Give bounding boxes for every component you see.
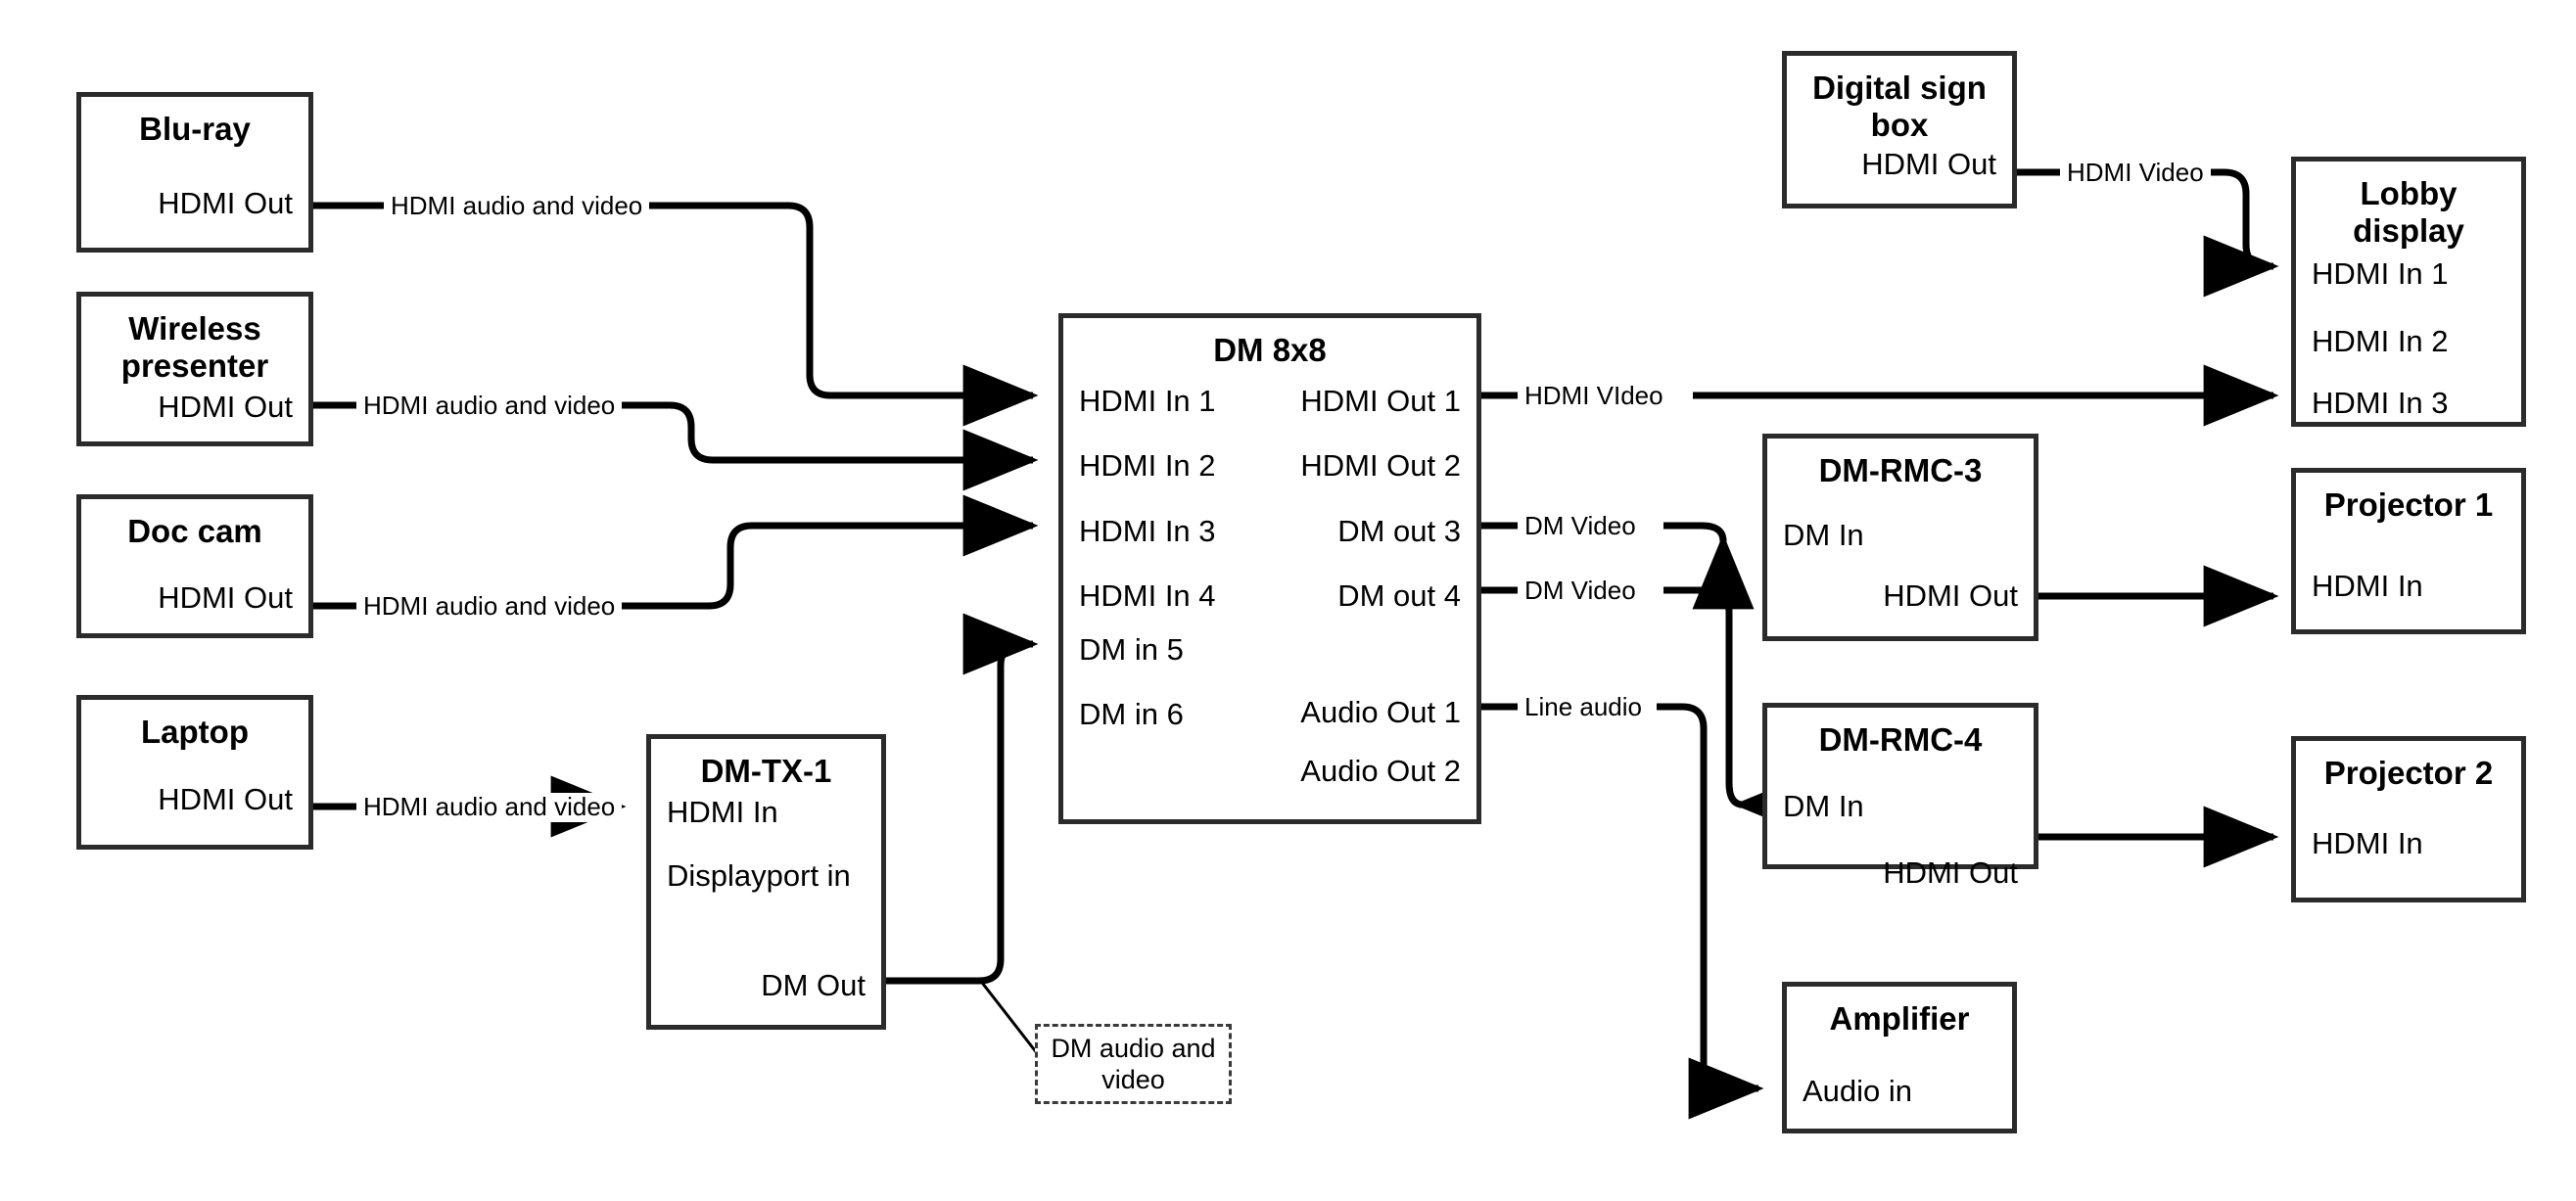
node-amplifier[interactable]: Amplifier Audio in (1782, 982, 2017, 1133)
node-dm-8x8-input-dm-in-6[interactable]: DM in 6 (1079, 697, 1184, 731)
callout-dm-audio-and-video: DM audio and video (1035, 1024, 1232, 1104)
node-wireless-presenter-port-hdmi-out[interactable]: HDMI Out (158, 390, 293, 424)
node-dm-rmc-3[interactable]: DM-RMC-3 DM In HDMI Out (1762, 434, 2038, 641)
node-dm-8x8-output-hdmi-out-1[interactable]: HDMI Out 1 (1300, 384, 1461, 418)
node-dm-rmc-4-port-dm-in[interactable]: DM In (1783, 789, 1864, 823)
node-dm-8x8-input-dm-in-5[interactable]: DM in 5 (1079, 632, 1184, 667)
callout-line-1: DM audio and (1051, 1033, 1216, 1063)
node-dm-8x8-input-hdmi-in-1[interactable]: HDMI In 1 (1079, 384, 1216, 418)
title-line-1: Lobby (2360, 175, 2458, 211)
node-dm-rmc-3-port-hdmi-out[interactable]: HDMI Out (1883, 578, 2018, 613)
node-lobby-display-title: Lobby display (2296, 175, 2521, 250)
node-wireless-presenter-title: Wireless presenter (81, 310, 308, 385)
node-projector-1-port-hdmi-in[interactable]: HDMI In (2312, 569, 2423, 603)
edge-label-dm-out4-rmc4: DM Video (1518, 576, 1643, 606)
node-amplifier-title: Amplifier (1829, 1000, 1970, 1037)
node-dm-tx-1-port-dm-out[interactable]: DM Out (761, 968, 866, 1002)
node-dm-rmc-3-port-dm-in[interactable]: DM In (1783, 518, 1864, 552)
title-line-2: display (2353, 211, 2464, 249)
node-dm-8x8-output-audio-out-1[interactable]: Audio Out 1 (1300, 695, 1461, 729)
node-digital-sign-box-port-hdmi-out[interactable]: HDMI Out (1861, 147, 1996, 181)
node-projector-2[interactable]: Projector 2 HDMI In (2291, 736, 2526, 902)
edge-label-bluray-to-dm: HDMI audio and video (384, 191, 650, 221)
wire-dm-out4-to-rmc4-b (1663, 586, 1809, 836)
node-dm-rmc-4-title: DM-RMC-4 (1818, 721, 1983, 758)
wire-dm-out3-to-rmc3-b (1663, 522, 1755, 610)
node-doc-cam-title: Doc cam (127, 513, 262, 549)
node-doc-cam[interactable]: Doc cam HDMI Out (76, 494, 313, 638)
wire-wireless-to-dm-hdmi-in-2-b (605, 401, 1039, 491)
node-dm-tx-1-port-displayport-in[interactable]: Displayport in (667, 858, 851, 893)
node-digital-sign-box[interactable]: Digital sign box HDMI Out (1782, 51, 2017, 208)
node-laptop-title: Laptop (141, 714, 249, 750)
node-wireless-presenter[interactable]: Wireless presenter HDMI Out (76, 292, 313, 446)
node-dm-8x8-title: DM 8x8 (1213, 332, 1327, 368)
node-dm-8x8-output-dm-out-3[interactable]: DM out 3 (1337, 514, 1461, 548)
node-dm-tx-1-port-hdmi-in[interactable]: HDMI In (667, 795, 778, 829)
node-bluray[interactable]: Blu-ray HDMI Out (76, 92, 313, 253)
node-laptop[interactable]: Laptop HDMI Out (76, 695, 313, 850)
wire-sign-to-lobby-hdmi-in-1-b (2201, 168, 2279, 298)
node-doc-cam-port-hdmi-out[interactable]: HDMI Out (158, 580, 293, 615)
node-dm-rmc-4-port-hdmi-out[interactable]: HDMI Out (1883, 855, 2018, 890)
node-projector-1-title: Projector 1 (2323, 486, 2494, 523)
edge-label-laptop-to-tx: HDMI audio and video (356, 792, 623, 822)
edge-label-dm-out1-lobby: HDMI VIdeo (1518, 381, 1670, 411)
callout-line-2: video (1101, 1065, 1165, 1094)
edge-label-sign-to-lobby: HDMI Video (2060, 158, 2211, 188)
node-laptop-port-hdmi-out[interactable]: HDMI Out (158, 782, 293, 816)
edge-label-wireless-to-dm: HDMI audio and video (356, 391, 623, 421)
node-amplifier-port-audio-in[interactable]: Audio in (1803, 1074, 1913, 1108)
node-dm-rmc-3-title: DM-RMC-3 (1818, 452, 1983, 488)
node-dm-8x8[interactable]: DM 8x8 HDMI In 1 HDMI In 2 HDMI In 3 HDM… (1058, 313, 1481, 824)
node-dm-8x8-output-dm-out-4[interactable]: DM out 4 (1337, 578, 1461, 613)
node-dm-8x8-output-hdmi-out-2[interactable]: HDMI Out 2 (1300, 448, 1461, 483)
title-line-2: box (1870, 106, 1929, 143)
node-dm-8x8-input-hdmi-in-2[interactable]: HDMI In 2 (1079, 448, 1216, 483)
node-projector-1[interactable]: Projector 1 HDMI In (2291, 468, 2526, 634)
node-digital-sign-box-title: Digital sign box (1787, 69, 2012, 144)
node-lobby-display-port-hdmi-in-2[interactable]: HDMI In 2 (2312, 324, 2449, 358)
node-lobby-display-port-hdmi-in-1[interactable]: HDMI In 1 (2312, 256, 2449, 291)
node-lobby-display-port-hdmi-in-3[interactable]: HDMI In 3 (2312, 386, 2449, 420)
node-lobby-display[interactable]: Lobby display HDMI In 1 HDMI In 2 HDMI I… (2291, 157, 2526, 427)
node-bluray-port-hdmi-out[interactable]: HDMI Out (158, 186, 293, 220)
node-dm-8x8-output-audio-out-2[interactable]: Audio Out 2 (1300, 754, 1461, 788)
node-dm-rmc-4[interactable]: DM-RMC-4 DM In HDMI Out (1762, 703, 2038, 890)
title-line-2: presenter (120, 346, 269, 384)
edge-label-dm-out3-rmc3: DM Video (1518, 511, 1643, 541)
wire-dm-audio1-to-amp-b (1657, 703, 1764, 1120)
node-dm-8x8-input-hdmi-in-4[interactable]: HDMI In 4 (1079, 578, 1216, 613)
edge-label-doccam-to-dm: HDMI audio and video (356, 591, 623, 622)
node-dm-tx-1[interactable]: DM-TX-1 HDMI In Displayport in DM Out (646, 734, 886, 1030)
wire-bluray-to-dm-hdmi-in-1-b (632, 202, 1039, 427)
title-line-1: Wireless (128, 310, 261, 346)
wire-dmtx1-to-dm-in-5 (886, 613, 1039, 985)
edge-label-dm-audio1-amp: Line audio (1518, 692, 1649, 722)
node-bluray-title: Blu-ray (139, 111, 251, 147)
node-projector-2-title: Projector 2 (2323, 755, 2494, 791)
wire-doccam-to-dm-hdmi-in-3-b (605, 494, 1039, 610)
node-dm-tx-1-title: DM-TX-1 (700, 753, 832, 789)
node-dm-8x8-input-hdmi-in-3[interactable]: HDMI In 3 (1079, 514, 1216, 548)
node-projector-2-port-hdmi-in[interactable]: HDMI In (2312, 826, 2423, 860)
title-line-1: Digital sign (1812, 69, 1987, 106)
